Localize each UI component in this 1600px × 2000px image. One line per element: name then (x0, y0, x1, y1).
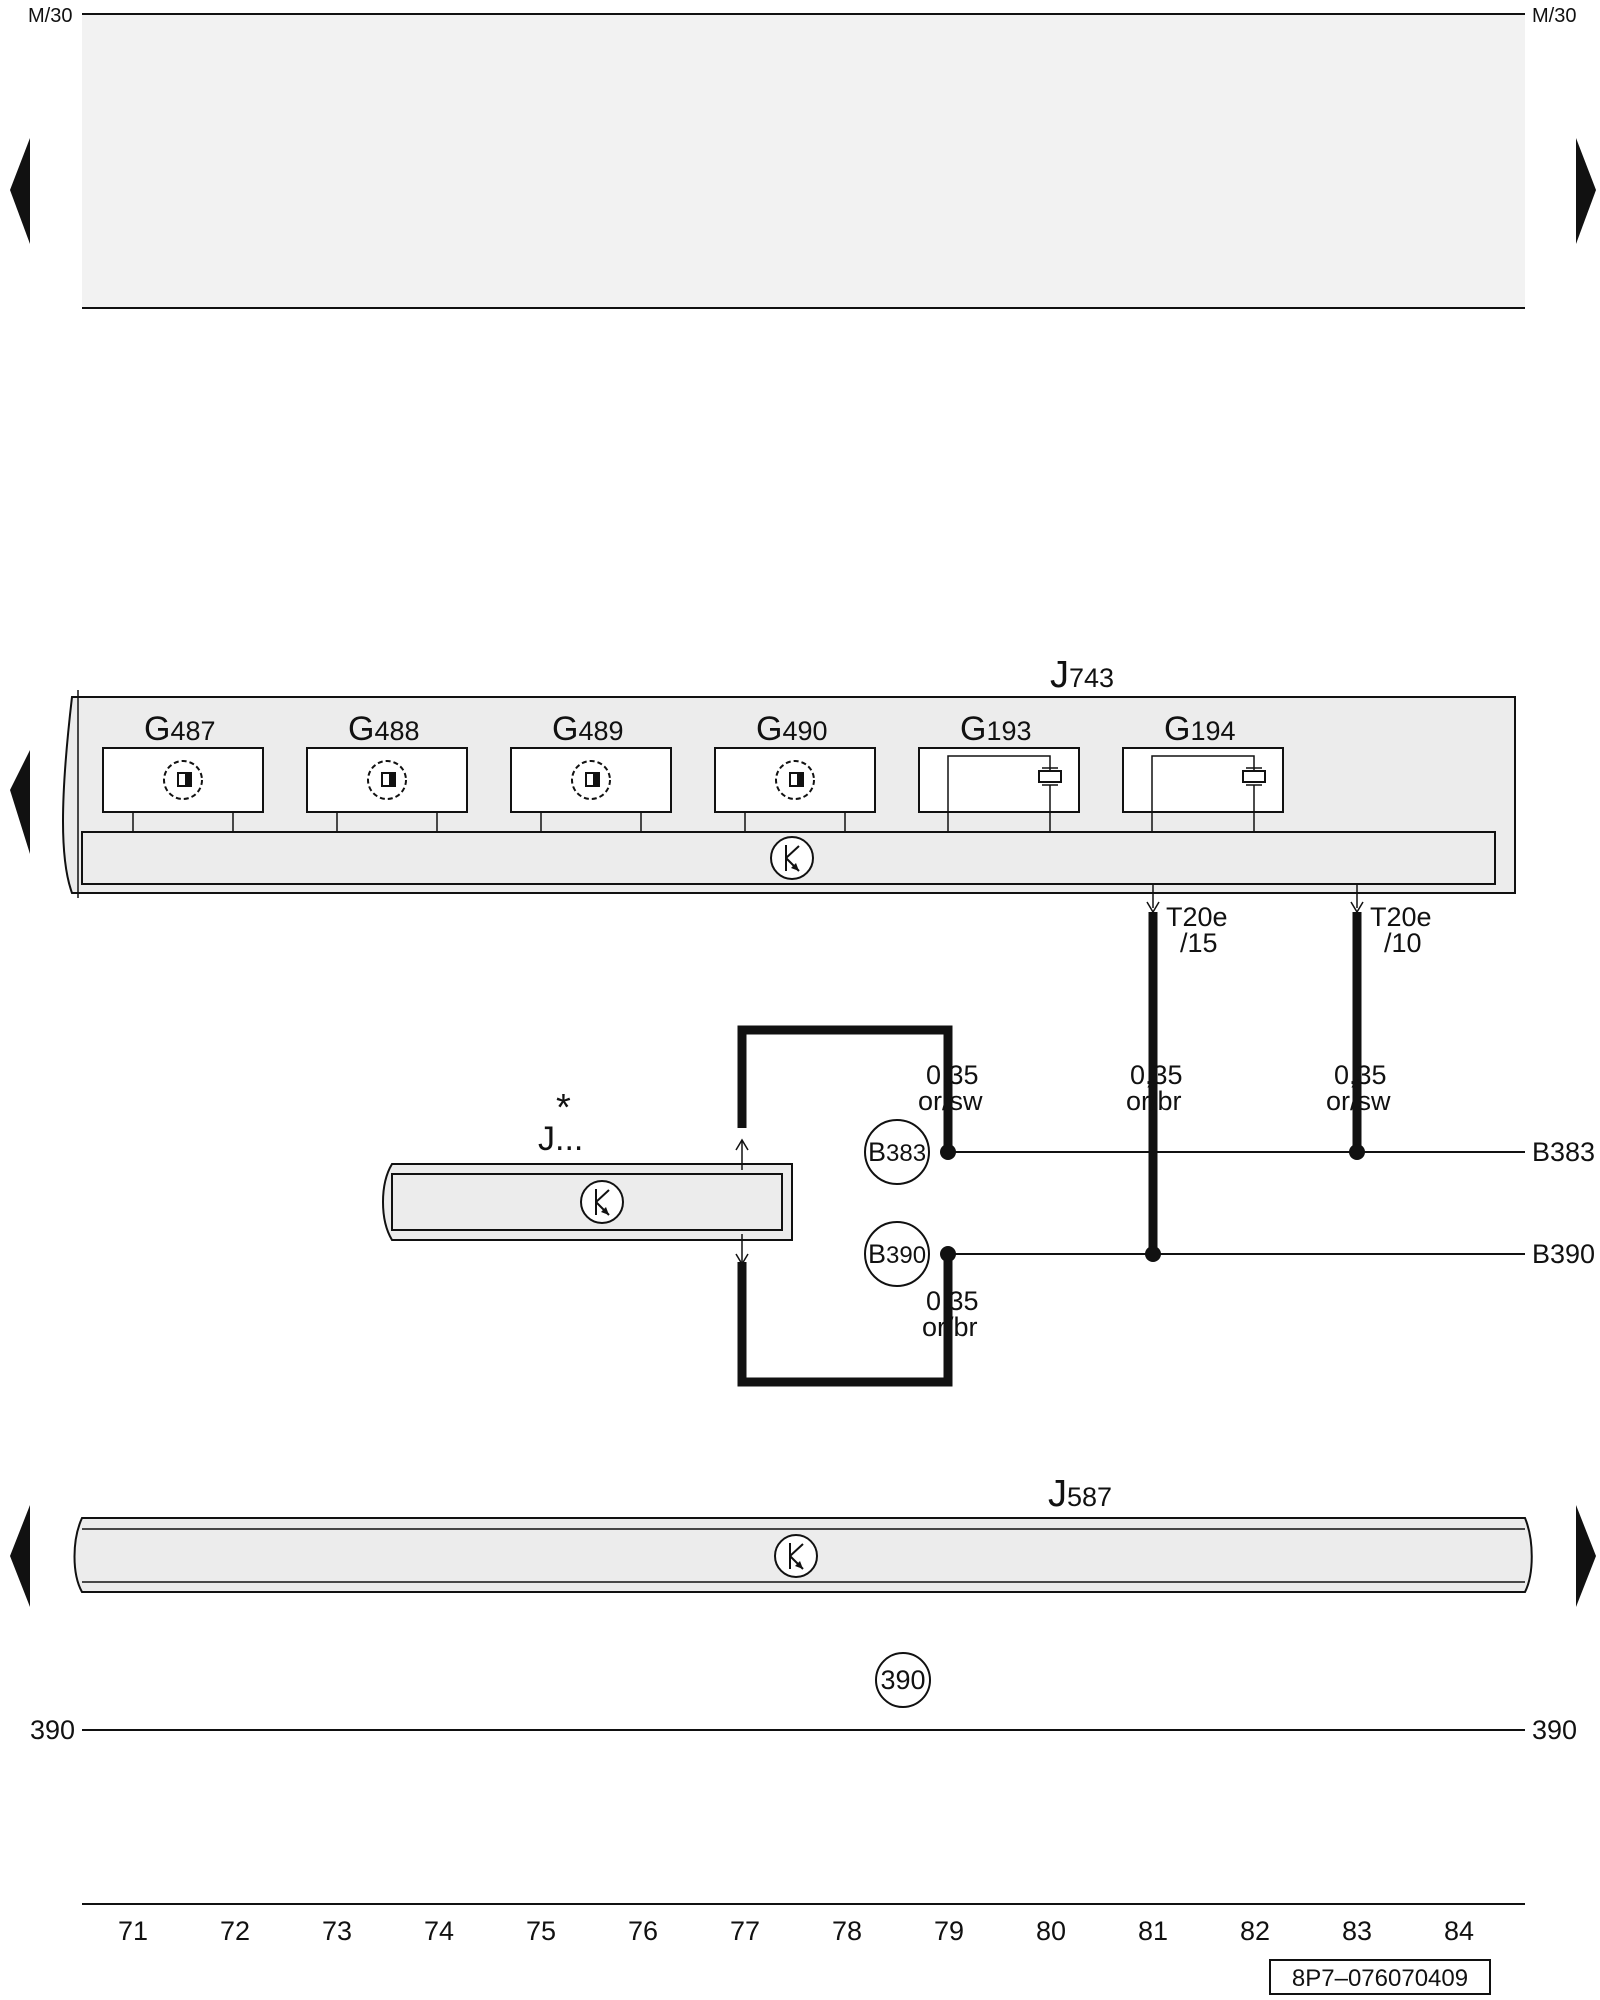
m30-right-label: M/30 (1532, 5, 1576, 27)
module-label-j: J... (538, 1120, 583, 1158)
column-number: 79 (934, 1916, 964, 1946)
column-number: 83 (1342, 1916, 1372, 1946)
arrow-left-icon (10, 750, 30, 854)
column-number: 76 (628, 1916, 658, 1946)
svg-text:/15: /15 (1180, 928, 1218, 958)
svg-text:390: 390 (30, 1715, 75, 1745)
svg-text:G488: G488 (348, 710, 420, 748)
module-j587: J587 (10, 1473, 1596, 1607)
column-axis: 71 72 73 74 75 76 77 78 79 80 81 82 83 84 (82, 1903, 1525, 1946)
position-sensor-icon (571, 760, 611, 800)
column-number: 74 (424, 1916, 454, 1946)
module-label-j743: J743 (1050, 654, 1114, 696)
ground-line-390: 390 390 390 (30, 1652, 1577, 1745)
ref-circle-b390: B390 (864, 1221, 930, 1287)
arrow-right-icon (1576, 138, 1596, 244)
connector-t20e-10: T20e /10 (1350, 884, 1432, 958)
position-sensor-icon (367, 760, 407, 800)
sensor-g193: G193 (918, 710, 1080, 832)
document-id-box: 8P7–076070409 (1269, 1959, 1491, 1995)
top-band: M/30 M/30 (10, 5, 1596, 309)
svg-text:G489: G489 (552, 710, 624, 748)
pressure-sensor-icon (1038, 770, 1062, 783)
ref-circle-390: 390 (875, 1652, 931, 1708)
svg-text:J587: J587 (1048, 1473, 1112, 1515)
svg-text:T20e: T20e (1370, 902, 1432, 932)
transistor-icon (580, 1180, 624, 1224)
module-j743: J743 G487 G488 (10, 654, 1516, 898)
svg-text:T20e: T20e (1166, 902, 1228, 932)
svg-text:B383: B383 (868, 1137, 926, 1167)
svg-text:B390: B390 (868, 1239, 926, 1269)
column-number: 73 (322, 1916, 352, 1946)
svg-text:B390: B390 (1532, 1239, 1595, 1269)
column-number: 77 (730, 1916, 760, 1946)
bus-line-b383: B383 B383 (864, 1119, 1595, 1185)
svg-text:390: 390 (880, 1665, 925, 1695)
star-note: * (556, 1087, 571, 1129)
document-id: 8P7–076070409 (1292, 1965, 1468, 1992)
transistor-icon (770, 836, 814, 880)
svg-text:or/br: or/br (1126, 1086, 1182, 1116)
column-number: 78 (832, 1916, 862, 1946)
bus-line-b390: B390 B390 (864, 1221, 1595, 1287)
connector-t20e-15: T20e /15 (1146, 884, 1228, 958)
svg-text:390: 390 (1532, 1715, 1577, 1745)
position-sensor-icon (775, 760, 815, 800)
sensor-g194: G194 (1122, 710, 1284, 832)
wire-harness (737, 912, 1362, 1387)
sensor-g489: G489 (510, 710, 672, 832)
column-number: 80 (1036, 1916, 1066, 1946)
svg-text:/10: /10 (1384, 928, 1422, 958)
wire-label-81: 0,35 or/br (1126, 1060, 1183, 1116)
column-number: 72 (220, 1916, 250, 1946)
m30-left-label: M/30 (28, 5, 72, 27)
sensor-g490: G490 (714, 710, 876, 832)
svg-text:0,35: 0,35 (926, 1286, 979, 1316)
wire-label-79-lower: 0,35 or/br (922, 1286, 979, 1342)
arrow-left-icon (10, 1505, 30, 1607)
svg-text:B383: B383 (1532, 1137, 1595, 1167)
arrow-left-icon (10, 138, 30, 244)
svg-text:0,35: 0,35 (1334, 1060, 1387, 1090)
svg-text:or/sw: or/sw (1326, 1086, 1391, 1116)
svg-text:G490: G490 (756, 710, 828, 748)
transistor-icon (774, 1534, 818, 1578)
column-number: 75 (526, 1916, 556, 1946)
column-number: 71 (118, 1916, 148, 1946)
svg-text:0,35: 0,35 (1130, 1060, 1183, 1090)
svg-text:or/sw: or/sw (918, 1086, 983, 1116)
module-j-star: * J... (382, 1087, 793, 1266)
position-sensor-icon (163, 760, 203, 800)
svg-text:0,35: 0,35 (926, 1060, 979, 1090)
wire-label-83: 0,35 or/sw (1326, 1060, 1391, 1116)
column-number: 81 (1138, 1916, 1168, 1946)
svg-text:G193: G193 (960, 710, 1032, 748)
svg-text:G487: G487 (144, 710, 216, 748)
svg-text:or/br: or/br (922, 1312, 978, 1342)
column-number: 82 (1240, 1916, 1270, 1946)
svg-text:G194: G194 (1164, 710, 1236, 748)
column-number: 84 (1444, 1916, 1474, 1946)
arrow-right-icon (1576, 1505, 1596, 1607)
sensor-g488: G488 (306, 710, 468, 832)
sensor-g487: G487 (102, 710, 264, 832)
ref-circle-b383: B383 (864, 1119, 930, 1185)
wire-label-79-upper: 0,35 or/sw (918, 1060, 983, 1116)
pressure-sensor-icon (1242, 770, 1266, 783)
